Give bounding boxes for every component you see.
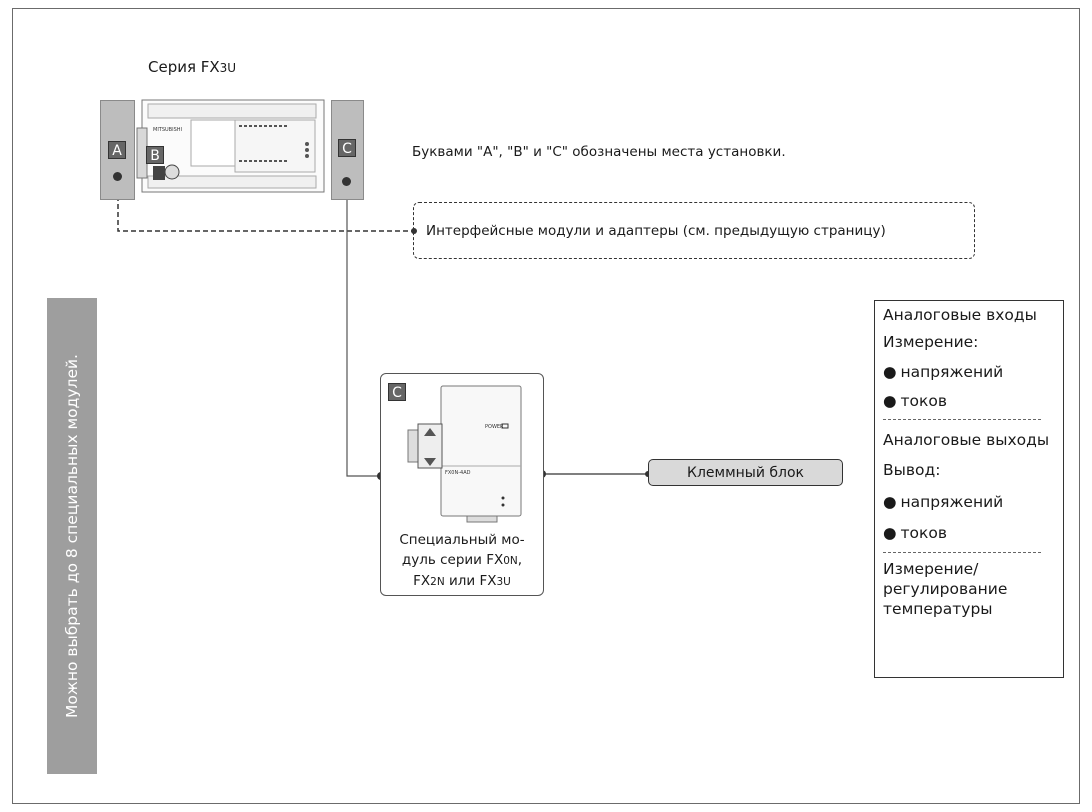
svg-text:MITSUBISHI: MITSUBISHI [153, 127, 182, 133]
slot-c-dot [342, 177, 351, 186]
line-c-to-module [346, 183, 381, 477]
output-label: Вывод: [883, 461, 941, 479]
svg-text:POWER: POWER [485, 424, 504, 430]
special-module-image: POWER FX0N-4AD [407, 385, 522, 523]
series-title: Серия FX3U [148, 58, 237, 76]
interface-modules-box: Интерфейсные модули и адаптеры (см. пред… [413, 202, 975, 259]
location-note: Буквами "A", "B" и "C" обозначены места … [412, 144, 786, 160]
module-slot-c-label: C [388, 383, 406, 401]
voltages-output-item: напряжений [883, 486, 1055, 518]
slot-b-label: B [146, 146, 164, 164]
slot-c-label: C [338, 139, 356, 157]
separator-2 [883, 552, 1041, 553]
temp-line-1: Измерение/ [883, 560, 979, 578]
slot-a-dot [113, 172, 122, 181]
temp-line-3: температуры [883, 600, 993, 618]
currents-output-item: токов [883, 518, 1055, 548]
svg-text:FX0N-4AD: FX0N-4AD [445, 470, 471, 476]
max-modules-text: Можно выбрать до 8 специальных модулей. [63, 354, 81, 718]
special-module-caption: Специальный мо- дуль серии FX0N, FX2N ил… [399, 532, 525, 589]
functions-panel: Аналоговые входы Измерение: напряжений т… [874, 300, 1064, 678]
plc-base-unit-image: MITSUBISHI [136, 99, 325, 193]
currents-input-item: токов [883, 387, 1055, 415]
temp-line-2: регулирование [883, 580, 1008, 598]
link-dot-interface [411, 228, 417, 234]
terminal-block-label: Клеммный блок [687, 464, 804, 481]
max-modules-sidebar: Можно выбрать до 8 специальных модулей. [47, 298, 97, 774]
measurement-label: Измерение: [883, 333, 979, 351]
interface-modules-text: Интерфейсные модули и адаптеры (см. пред… [426, 222, 886, 239]
analog-outputs-heading: Аналоговые выходы [883, 431, 1050, 449]
analog-inputs-heading: Аналоговые входы [883, 306, 1037, 324]
terminal-block: Клеммный блок [648, 459, 843, 486]
slot-a-label: A [108, 141, 126, 159]
separator-1 [883, 419, 1041, 420]
voltages-input-item: напряжений [883, 357, 1055, 387]
